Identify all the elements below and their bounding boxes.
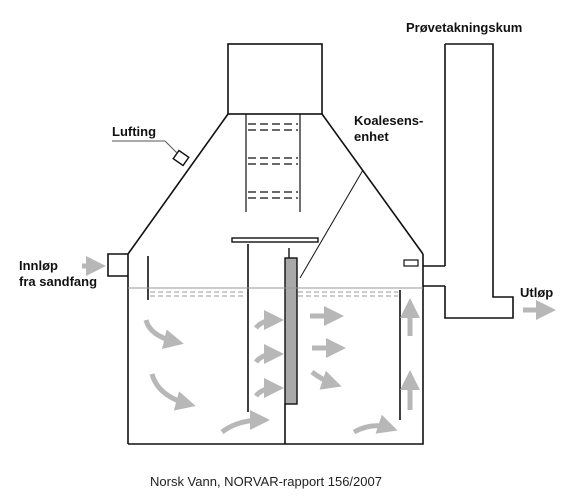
coalescer-pointer: [299, 169, 364, 279]
flow-arrow: [254, 344, 284, 365]
flow-arrow: [310, 370, 342, 390]
coalescer-label-line1: Koalesens-: [354, 113, 424, 128]
sampling-well-label: Prøvetakningskum: [406, 20, 523, 35]
inlet-label-line2: fra sandfang: [19, 274, 98, 289]
flow-arrow: [149, 373, 196, 411]
vent-label: Lufting: [112, 124, 157, 139]
flow-arrow: [352, 414, 398, 435]
inlet-label-line1: Innløp: [19, 258, 58, 273]
water-surface: [128, 287, 423, 297]
flow-arrow: [220, 410, 270, 435]
sampling-well: [444, 43, 514, 319]
outlet-pipe: [423, 265, 445, 287]
source-caption: Norsk Vann, NORVAR-rapport 156/2007: [150, 474, 382, 489]
flow-arrow: [254, 378, 284, 399]
coalescer-unit: [284, 248, 298, 444]
flow-arrow: [143, 319, 184, 350]
vent-pipe: [112, 140, 190, 167]
outlet-label: Utløp: [520, 285, 554, 300]
top-access-shaft: [227, 43, 323, 115]
flow-arrows: [143, 298, 420, 435]
ladder: [245, 114, 301, 212]
inlet-pipe: [107, 253, 128, 277]
baffle-plate: [231, 237, 319, 243]
flow-arrow: [254, 310, 284, 331]
coalescer-label-line2: enhet: [354, 129, 389, 144]
outlet-cap: [403, 259, 419, 267]
